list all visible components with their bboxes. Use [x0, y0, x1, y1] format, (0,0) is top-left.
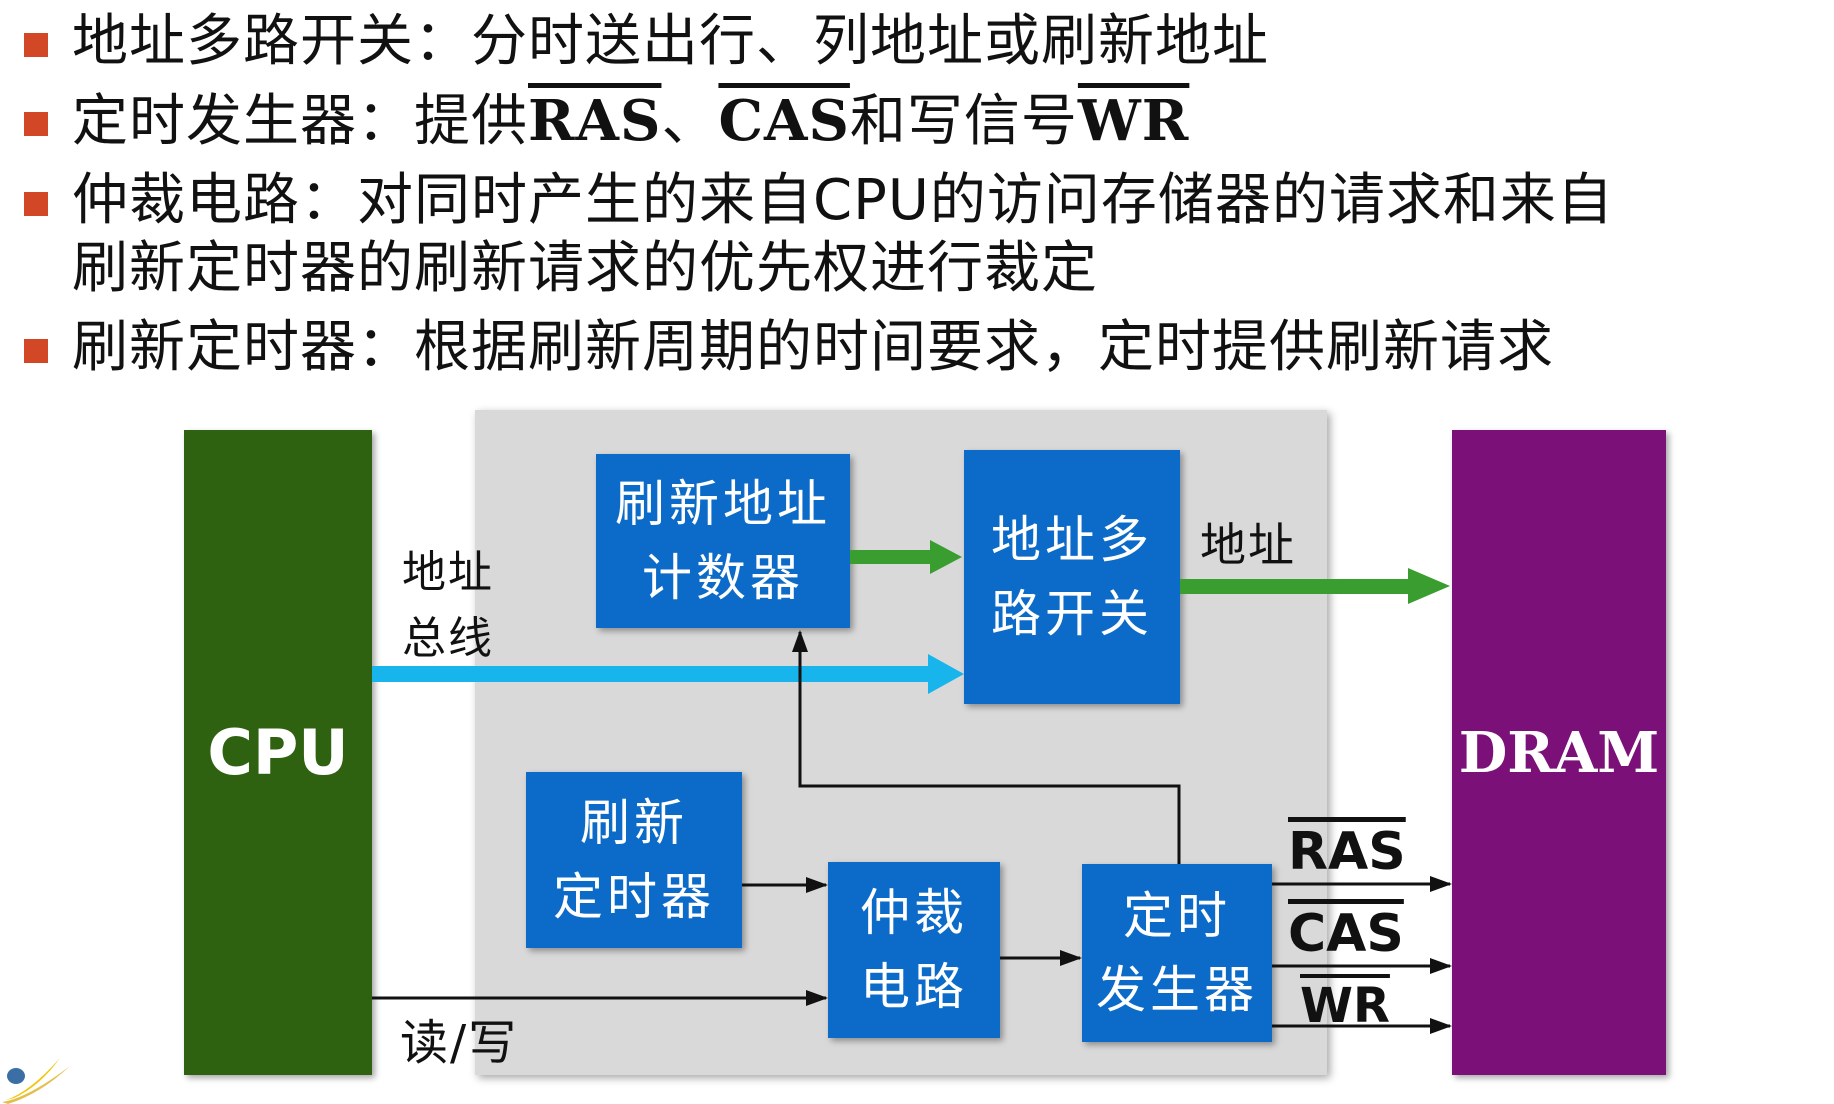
- gen-line2: 发生器: [1096, 961, 1258, 1019]
- bullet-text: 地址多路开关：分时送出行、列地址或刷新地址: [72, 9, 1269, 74]
- bullet-item-address-mux: 地址多路开关：分时送出行、列地址或刷新地址: [20, 8, 1810, 76]
- dram-block: DRAM: [1452, 430, 1666, 1075]
- bullet-square-icon: [24, 33, 48, 57]
- arbiter-circuit-box: 仲裁 电路: [828, 862, 1000, 1038]
- timer-line2: 定时器: [553, 868, 715, 926]
- gen-to-counter-line: [792, 630, 1181, 864]
- bullet-square-icon: [24, 339, 48, 363]
- bullet-text-mid: 和写信号: [849, 89, 1078, 154]
- mux-line2: 路开关: [991, 585, 1153, 643]
- ras-signal-label: RAS: [1288, 822, 1406, 882]
- address-bus-label: 地址 总线: [402, 540, 494, 672]
- dram-label: DRAM: [1458, 719, 1660, 786]
- mux-line1: 地址多: [991, 511, 1153, 569]
- refresh-address-counter-box: 刷新地址 计数器: [596, 454, 850, 628]
- bullet-item-refresh-timer: 刷新定时器：根据刷新周期的时间要求，定时提供刷新请求: [20, 314, 1810, 382]
- mux-to-dram-arrow: [1180, 568, 1450, 604]
- address-output-label: 地址: [1200, 518, 1296, 572]
- bullet-square-icon: [24, 112, 48, 136]
- bullet-square-icon: [24, 192, 48, 216]
- timing-generator-box: 定时 发生器: [1082, 864, 1272, 1042]
- bullet-item-timing-generator: 定时发生器：提供RAS、CAS和写信号WR: [20, 87, 1810, 156]
- bullet-text: 定时发生器：提供: [72, 89, 528, 154]
- refresh-timer-box: 刷新 定时器: [526, 772, 742, 948]
- bullet-item-arbiter: 仲裁电路：对同时产生的来自CPU的访问存储器的请求和来自 刷新定时器的刷新请求的…: [20, 167, 1810, 303]
- address-bus-arrow: [372, 654, 964, 694]
- gen-line1: 定时: [1123, 887, 1231, 945]
- bullet-text-line1: 仲裁电路：对同时产生的来自CPU的访问存储器的请求和来自: [72, 168, 1614, 233]
- address-mux-box: 地址多 路开关: [964, 450, 1180, 704]
- cpu-label: CPU: [207, 716, 349, 789]
- timer-line1: 刷新: [580, 794, 688, 852]
- ras-signal-text: RAS: [528, 88, 662, 154]
- cpu-block: CPU: [184, 430, 372, 1075]
- arbiter-line1: 仲裁: [860, 884, 968, 942]
- arbiter-line2: 电路: [860, 958, 968, 1016]
- bullet-text-line2: 刷新定时器的刷新请求的优先权进行裁定: [72, 236, 1098, 301]
- wr-signal-text: WR: [1077, 88, 1190, 154]
- address-bus-label-line2: 总线: [402, 613, 494, 664]
- counter-line1: 刷新地址: [615, 475, 831, 533]
- cas-signal-label: CAS: [1288, 904, 1404, 964]
- separator-text: 、: [661, 89, 719, 154]
- counter-to-mux-arrow: [850, 540, 962, 574]
- read-write-label: 读/写: [400, 1015, 519, 1071]
- cas-signal-text: CAS: [718, 88, 850, 154]
- bullet-text: 刷新定时器：根据刷新周期的时间要求，定时提供刷新请求: [72, 315, 1554, 380]
- bullet-list: 地址多路开关：分时送出行、列地址或刷新地址 定时发生器：提供RAS、CAS和写信…: [20, 8, 1810, 393]
- counter-line2: 计数器: [642, 549, 804, 607]
- swoosh-logo-icon: [2, 1058, 70, 1104]
- address-bus-label-line1: 地址: [402, 547, 494, 598]
